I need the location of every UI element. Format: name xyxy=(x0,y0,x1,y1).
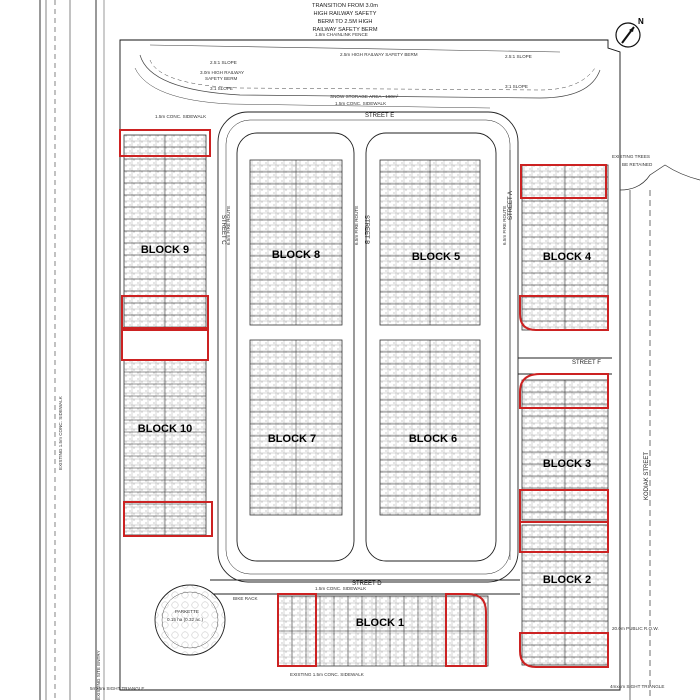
kodiak-street-label: KODIAK STREET xyxy=(644,452,650,500)
parkette: PARKETTE 0.15 ha (0.32 ac.) xyxy=(154,584,226,656)
street-f-label: STREET F xyxy=(572,360,601,366)
block-9-label: BLOCK 9 xyxy=(141,244,189,256)
title-note: TRANSITION FROM 3.0m HIGH RAILWAY SAFETY… xyxy=(312,3,378,33)
block-2-label: BLOCK 2 xyxy=(543,574,591,586)
public-row-label: 20.0m PUBLIC R.O.W. xyxy=(612,626,659,631)
sidewalk-left-label: 1.5m CONC. SIDEWALK xyxy=(155,114,207,119)
sight-triangle-right-label: 4mx4m SIGHT TRIANGLE xyxy=(610,684,664,689)
existing-trees-label: EXISTING TREES xyxy=(612,154,650,159)
site-boundary xyxy=(119,39,621,691)
be-retained-label: BE RETAINED xyxy=(622,162,653,167)
fire-route-c-label: 6.5m FIRE ROUTE xyxy=(226,206,231,245)
berm-left-label-2: SAFETY BERM xyxy=(205,76,238,81)
parkette-label: PARKETTE xyxy=(175,609,199,614)
fire-route-a-label: 6.5m FIRE ROUTE xyxy=(502,206,507,245)
bike-rack-label: BIKE RACK xyxy=(233,596,258,601)
north-arrow-icon: N xyxy=(615,17,644,48)
sidewalk-top-label: 1.5m CONC. SIDEWALK xyxy=(335,101,387,106)
street-b-label: STREET B xyxy=(363,215,369,244)
sidewalk-bottom-label: 1.5m CONC. SIDEWALK xyxy=(315,586,367,591)
block-4-label: BLOCK 4 xyxy=(543,251,592,263)
street-e-label: STREET E xyxy=(365,113,394,119)
slope-label-3: 3:1 SLOPE xyxy=(210,86,233,91)
title-note-line-1: TRANSITION FROM 3.0m xyxy=(312,3,378,9)
block-8-label: BLOCK 8 xyxy=(272,249,320,261)
block-6-label: BLOCK 6 xyxy=(409,433,457,445)
railway-berm xyxy=(134,44,601,109)
north-label: N xyxy=(638,17,644,26)
unit-dividers xyxy=(124,135,608,666)
block-10-label: BLOCK 10 xyxy=(138,423,192,435)
street-c-label: STREET C xyxy=(220,215,226,245)
block-3-label: BLOCK 3 xyxy=(543,458,591,470)
sidewalk-existing-label: EXISTING 1.5m CONC. SIDEWALK xyxy=(290,672,365,677)
fire-route-b-label: 6.5m FIRE ROUTE xyxy=(354,206,359,245)
title-note-line-2: HIGH RAILWAY SAFETY xyxy=(314,11,377,17)
block-labels: BLOCK 9 BLOCK 10 BLOCK 8 BLOCK 7 BLOCK 5… xyxy=(138,244,592,629)
berm-label: 2.5m HIGH RAILWAY SAFETY BERM xyxy=(340,52,418,57)
berm-left-label-1: 3.0m HIGH RAILWAY xyxy=(200,70,244,75)
sight-triangle-left-label: 5mx5m SIGHT TRIANGLE xyxy=(90,686,144,691)
site-entry-label: EXISTING SITE ENTRY xyxy=(96,650,101,700)
highlight-boxes xyxy=(119,129,609,668)
block-5-label: BLOCK 5 xyxy=(412,251,460,263)
left-road xyxy=(39,0,105,700)
title-note-line-3: BERM TO 2.5M HIGH xyxy=(318,19,373,25)
parkette-area-label: 0.15 ha (0.32 ac.) xyxy=(167,617,203,622)
slope-label-2: 2.5:1 SLOPE xyxy=(505,54,532,59)
block-7-label: BLOCK 7 xyxy=(268,433,316,445)
chainlink-label: 1.8m CHAINLINK FENCE xyxy=(315,32,368,37)
slope-label-1: 2.5:1 SLOPE xyxy=(210,60,237,65)
right-road xyxy=(619,164,700,700)
slope-label-4: 3:1 SLOPE xyxy=(505,84,528,89)
left-road-label: EXISTING 1.5m CONC. SIDEWALK xyxy=(58,395,63,470)
street-a-label: STREET A xyxy=(508,191,514,220)
title-note-line-4: RAILWAY SAFETY BERM xyxy=(313,27,378,33)
snow-storage-label: SNOW STORAGE AREA - 160m² xyxy=(330,94,399,99)
block-1-label: BLOCK 1 xyxy=(356,617,404,629)
street-d-label: STREET D xyxy=(352,581,382,587)
